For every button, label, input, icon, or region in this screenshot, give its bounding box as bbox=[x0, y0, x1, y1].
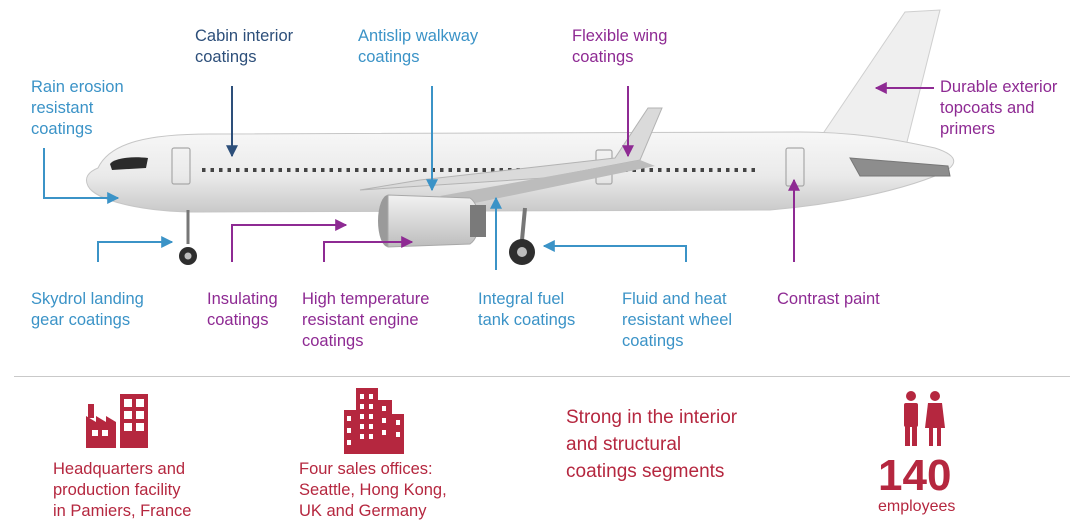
rain-arrow bbox=[43, 148, 120, 204]
wheel-arrow bbox=[542, 240, 687, 262]
callout-engine: High temperature resistant engine coatin… bbox=[302, 290, 430, 350]
callout-exterior: Durable exterior topcoats and primers bbox=[940, 78, 1058, 138]
callout-insulating: Insulating coatings bbox=[207, 290, 278, 329]
callout-skydrol: Skydrol landing gear coatings bbox=[31, 290, 144, 329]
people-icon bbox=[904, 391, 945, 446]
callout-fuel: Integral fuel tank coatings bbox=[478, 290, 576, 329]
engine-nacelle bbox=[387, 194, 480, 248]
employee-label: employees bbox=[878, 498, 956, 515]
section-divider bbox=[14, 376, 1070, 377]
fact-sales-offices: Four sales offices: Seattle, Hong Kong, … bbox=[299, 460, 447, 520]
callout-cabin: Cabin interior coatings bbox=[195, 27, 294, 66]
callout-contrast: Contrast paint bbox=[777, 290, 880, 308]
engine-arrow bbox=[323, 236, 414, 262]
factory-icon bbox=[86, 394, 148, 448]
callout-wing: Flexible wing coatings bbox=[572, 27, 668, 66]
callout-wheel: Fluid and heat resistant wheel coatings bbox=[622, 290, 733, 350]
employee-count: 140 bbox=[878, 451, 952, 500]
vertical-stabilizer bbox=[819, 9, 941, 151]
horizontal-stabilizer bbox=[849, 157, 951, 177]
airplane-diagram bbox=[43, 9, 955, 270]
callout-rain: Rain erosion resistant coatings bbox=[31, 78, 124, 138]
cockpit-window bbox=[110, 157, 148, 170]
skydrol-arrow bbox=[97, 236, 174, 262]
office-building-icon bbox=[344, 388, 404, 454]
fact-headquarters: Headquarters and production facility in … bbox=[53, 460, 192, 520]
front-door bbox=[171, 147, 191, 185]
fact-strong-segments: Strong in the interior and structural co… bbox=[566, 407, 738, 482]
insulating-arrow bbox=[231, 219, 348, 262]
callout-antislip: Antislip walkway coatings bbox=[358, 27, 479, 66]
